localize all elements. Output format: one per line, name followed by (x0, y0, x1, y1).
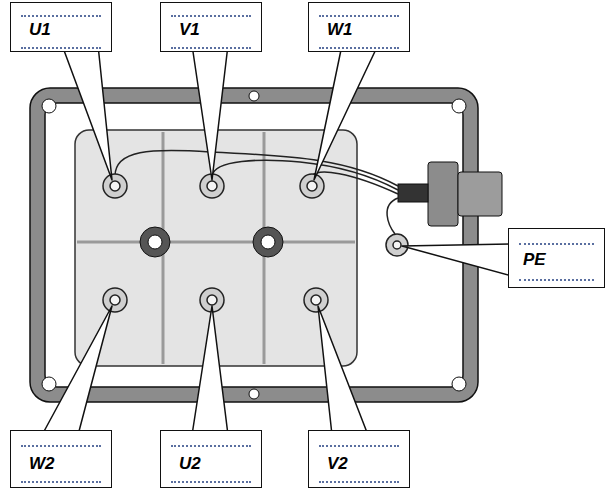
dotted-answer-line (319, 15, 399, 17)
dotted-answer-line (519, 279, 594, 281)
cable-gland (458, 172, 502, 216)
terminal-label: W1 (327, 21, 353, 40)
callout-pointers (42, 45, 512, 435)
wire (115, 150, 398, 186)
terminal-label: W2 (29, 455, 55, 474)
plate-screw (253, 227, 283, 257)
mount-hole (42, 377, 56, 391)
terminal-label: V1 (179, 21, 200, 40)
mount-hole (452, 377, 466, 391)
terminal-label: U1 (29, 21, 51, 40)
dotted-answer-line (319, 481, 399, 483)
dotted-answer-line (319, 445, 399, 447)
mount-hole (42, 99, 56, 113)
callout-box: U1 (10, 2, 112, 52)
dotted-answer-line (519, 243, 594, 245)
dotted-answer-line (21, 481, 101, 483)
callout-box: PE (508, 228, 605, 288)
callout-box: W2 (10, 430, 112, 488)
plate-screw (261, 235, 275, 249)
dotted-answer-line (21, 47, 101, 49)
plate-screw (140, 227, 170, 257)
terminal-label: U2 (179, 455, 201, 474)
dotted-answer-line (21, 15, 101, 17)
mount-hole (249, 389, 259, 399)
dotted-answer-line (171, 47, 251, 49)
dotted-answer-line (171, 481, 251, 483)
wire (387, 198, 398, 234)
wire (312, 172, 398, 194)
plate-groove (77, 241, 355, 244)
cable-gland (428, 162, 458, 226)
callout-box: V1 (160, 2, 262, 52)
callout-box: V2 (308, 430, 410, 488)
callout-box: U2 (160, 430, 262, 488)
terminal-studs (103, 174, 408, 312)
dotted-answer-line (171, 15, 251, 17)
mount-hole (452, 99, 466, 113)
cable-sleeve (398, 184, 428, 202)
callout-box: W1 (308, 2, 410, 52)
terminal-label: PE (523, 251, 546, 270)
plate-screw (148, 235, 162, 249)
dotted-answer-line (171, 445, 251, 447)
terminal-label: V2 (327, 455, 348, 474)
dotted-answer-line (21, 445, 101, 447)
mount-hole (249, 91, 259, 101)
dotted-answer-line (319, 47, 399, 49)
